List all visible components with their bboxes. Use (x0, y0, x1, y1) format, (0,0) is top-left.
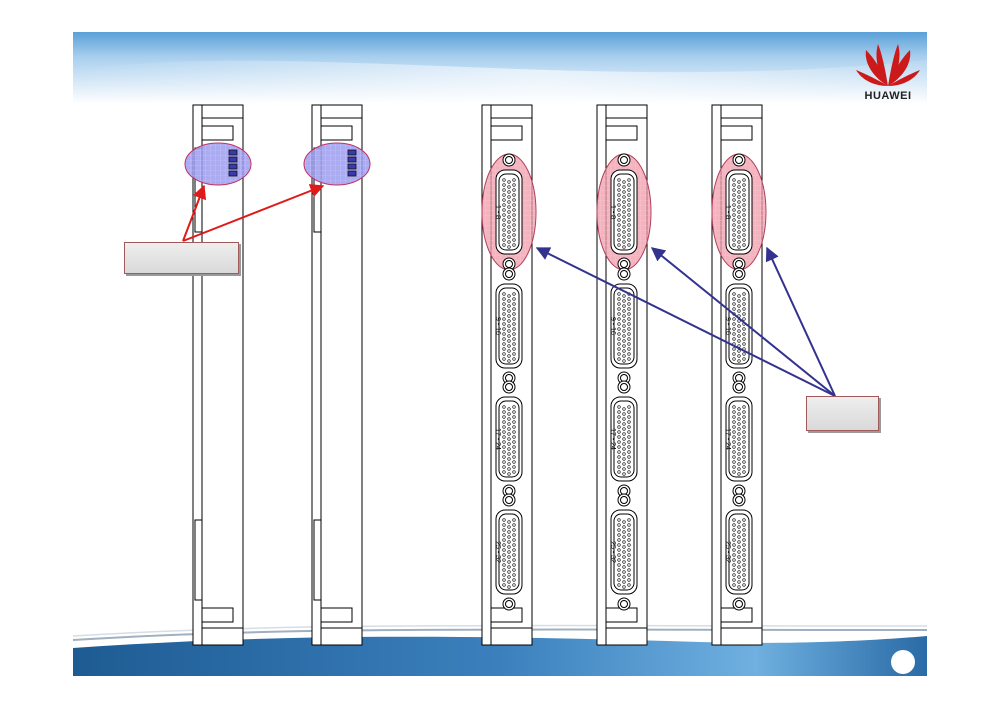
db-connector-port-3: 17 - 24 (494, 380, 523, 498)
db-connector-port-4: 25 - 32 (724, 493, 753, 611)
led-indicator (347, 163, 357, 170)
db-connector-port-1: 1 - 8 (711, 153, 767, 271)
callout-box-indicators (124, 242, 239, 274)
callout-arrow (650, 247, 836, 397)
callout-box-connectors (806, 396, 879, 431)
port-label: 25 - 32 (609, 541, 616, 563)
callout-arrow (182, 184, 207, 242)
board-4: 1 - 8 9 - 16 17 - 24 25 - 32 (596, 104, 652, 646)
port-label: 9 - 16 (724, 317, 731, 335)
led-indicator (228, 156, 238, 163)
callout-arrow (182, 184, 325, 242)
port-label: 1 - 8 (494, 205, 501, 219)
db-connector-port-2: 9 - 16 (609, 267, 638, 385)
port-label: 9 - 16 (494, 317, 501, 335)
boards-layer: 1 - 8 9 - 16 17 - 24 25 - 32 1 - 8 9 - 16 17 -… (184, 104, 767, 646)
port-label: 25 - 32 (724, 541, 731, 563)
led-indicator (347, 156, 357, 163)
db-connector-port-4: 25 - 32 (494, 493, 523, 611)
db-connector-port-4: 25 - 32 (609, 493, 638, 611)
db-connector-port-2: 9 - 16 (494, 267, 523, 385)
db-connector-port-1: 1 - 8 (596, 153, 652, 271)
db-connector-port-2: 9 - 16 (724, 267, 753, 385)
arrows-layer (182, 184, 836, 397)
port-label: 17 - 24 (494, 428, 501, 450)
port-label: 9 - 16 (609, 317, 616, 335)
header-band (73, 32, 927, 104)
port-label: 1 - 8 (724, 205, 731, 219)
callout-arrow (765, 246, 836, 397)
db-connector-port-3: 17 - 24 (609, 380, 638, 498)
huawei-logo-icon (856, 44, 920, 86)
brand-name: HUAWEI (864, 90, 912, 102)
page-number-dot (891, 650, 915, 674)
indicator-highlight (184, 142, 252, 186)
port-label: 17 - 24 (724, 428, 731, 450)
callout-arrow (535, 247, 836, 397)
led-indicator (228, 170, 238, 177)
port-label: 17 - 24 (609, 428, 616, 450)
board-1 (184, 104, 252, 646)
port-label: 1 - 8 (609, 205, 616, 219)
board-2 (303, 104, 371, 646)
db-connector-port-1: 1 - 8 (481, 153, 537, 271)
port-label: 25 - 32 (494, 541, 501, 563)
led-indicator (347, 149, 357, 156)
led-indicator (228, 149, 238, 156)
led-indicator (228, 163, 238, 170)
led-indicator (347, 170, 357, 177)
board-3: 1 - 8 9 - 16 17 - 24 25 - 32 (481, 104, 537, 646)
board-5: 1 - 8 9 - 16 17 - 24 25 - 32 (711, 104, 767, 646)
db-connector-port-3: 17 - 24 (724, 380, 753, 498)
indicator-highlight (303, 142, 371, 186)
